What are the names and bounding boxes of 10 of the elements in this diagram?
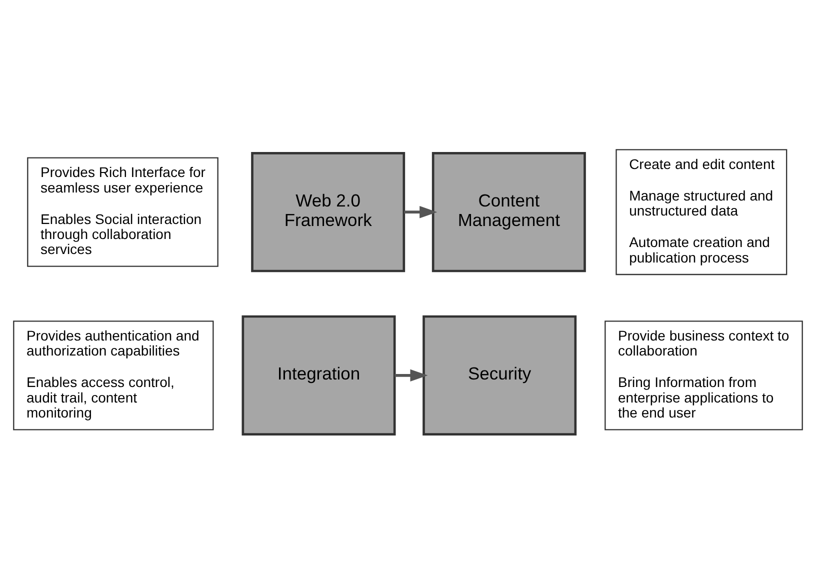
node-box: Integration: [242, 314, 396, 435]
node-box: Security: [422, 314, 577, 435]
node-box: Provides Rich Interface for seamless user experience Enables Social interaction through collaboration services: [27, 156, 218, 266]
node-box: Provides authentication and authorization capabilities Enables access control, audit trail, content monitoring: [13, 320, 214, 430]
node-box: Provide business context to collaboration Bring Information from enterprise applications to the end user: [604, 320, 803, 430]
node-box: Content Management: [432, 152, 586, 272]
arrow: [404, 205, 438, 218]
arrow: [394, 368, 428, 382]
node-box: Create and edit content Manage structured and unstructured data Automate creation and publication process: [616, 148, 788, 275]
node-box: Web 2.0 Framework: [251, 152, 406, 272]
